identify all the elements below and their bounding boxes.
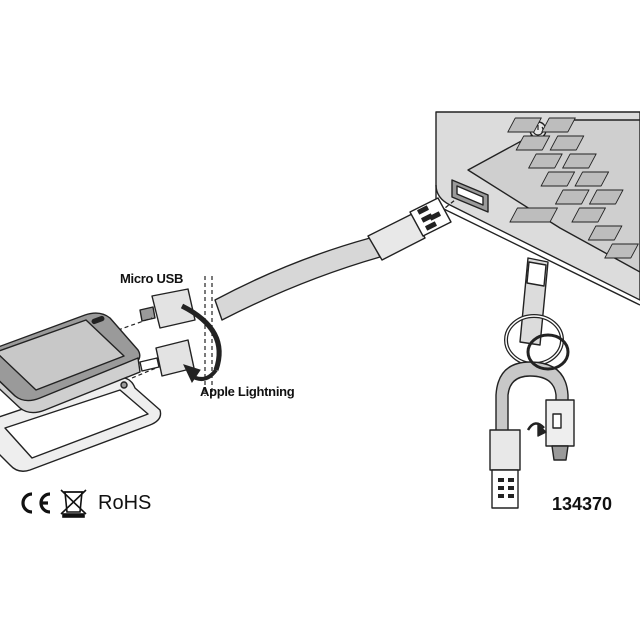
ce-mark-icon [21, 492, 51, 514]
usb-a-plug [367, 213, 426, 261]
micro-usb-connector [151, 288, 196, 329]
usb-port [451, 179, 489, 213]
keyboard-keys [507, 117, 639, 259]
apple-lightning-label: Apple Lightning [200, 384, 295, 399]
keychain-usb-a [489, 429, 521, 471]
phone-front [0, 312, 141, 414]
keychain-cable [489, 257, 575, 509]
micro-usb-label: Micro USB [120, 271, 184, 286]
laptop [435, 111, 640, 306]
adapter-rotation-arrow [180, 303, 222, 384]
phone-back [0, 376, 162, 472]
product-code: 134370 [552, 494, 613, 514]
phone-insert-guides [117, 276, 213, 396]
weee-bin-icon [60, 489, 87, 518]
flat-cable [139, 197, 452, 377]
rohs-label: RoHS [98, 492, 152, 514]
